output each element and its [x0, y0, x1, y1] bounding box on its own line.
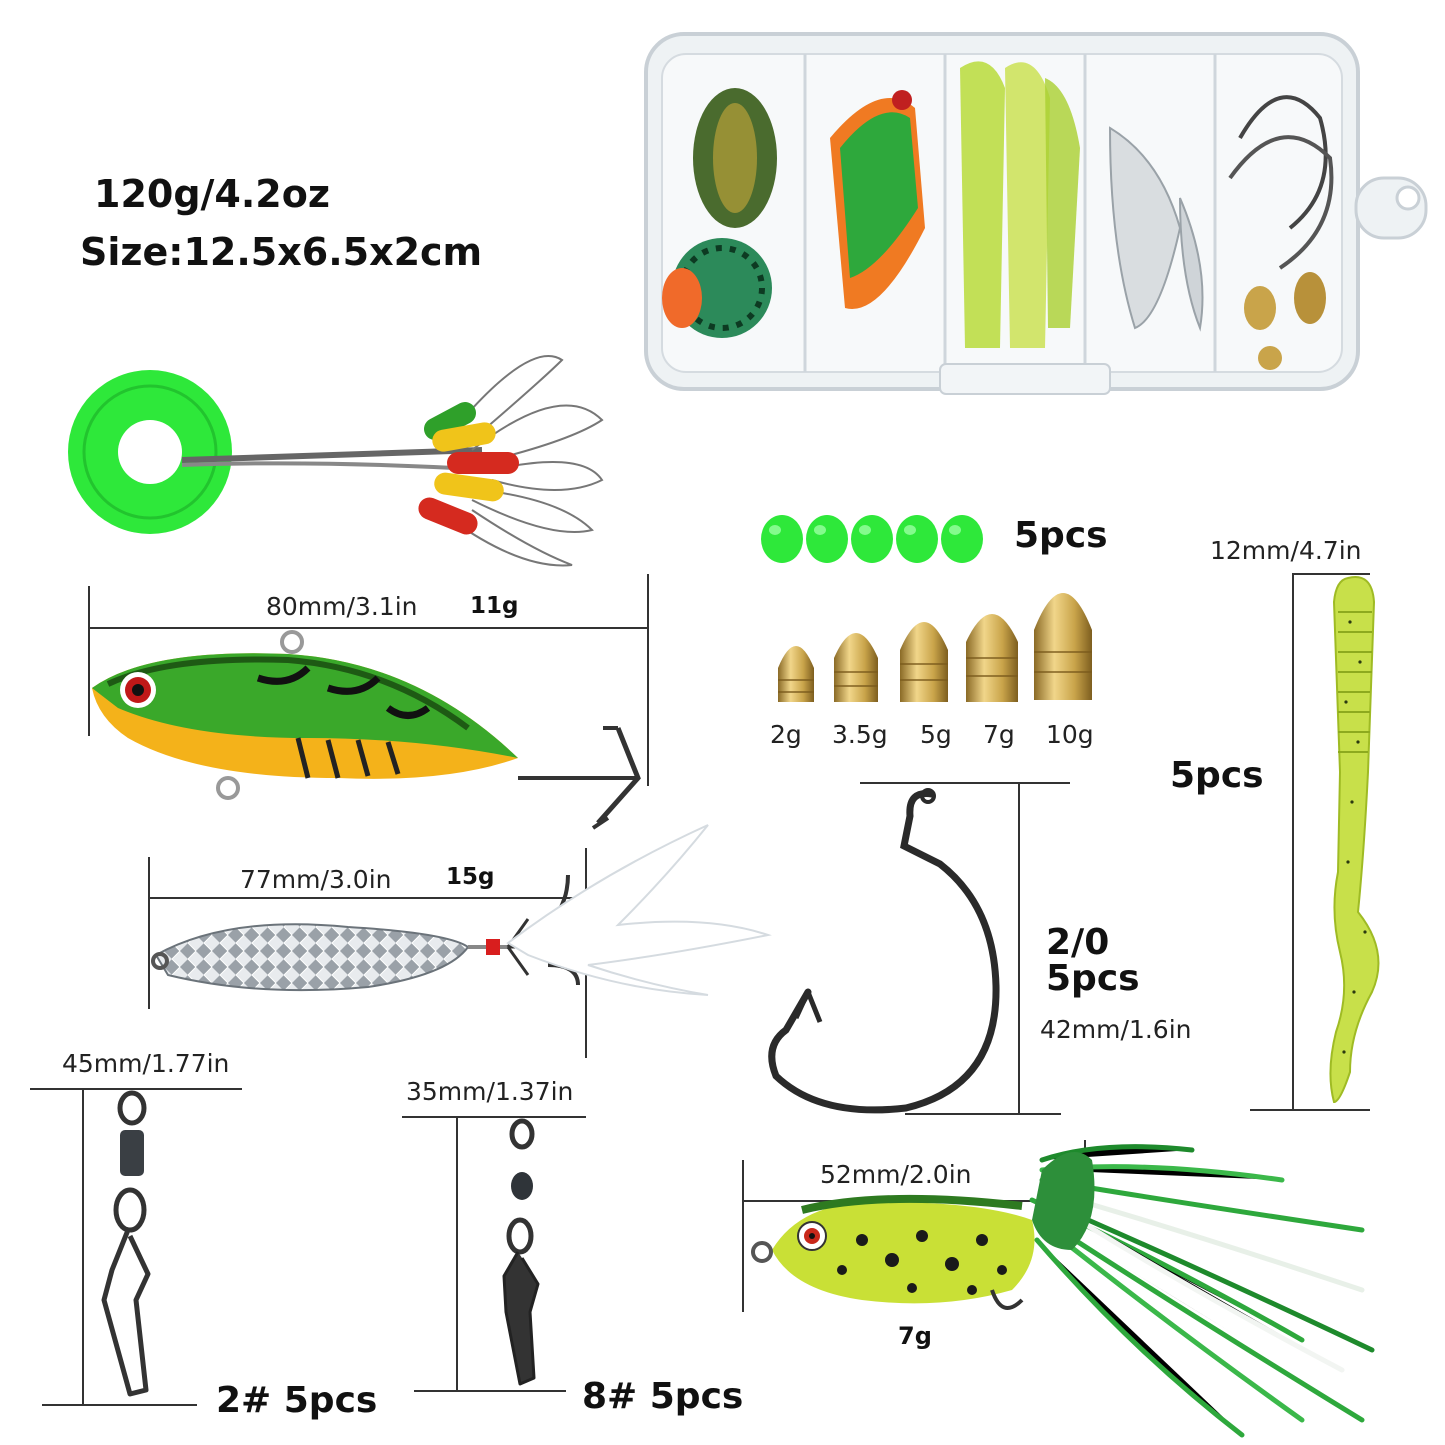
sinker-weight-label: 2g	[770, 720, 802, 749]
bullet-sinkers-image	[778, 593, 1092, 702]
hook-vertical-dimension-line	[1018, 782, 1020, 1114]
frog-weight-label: 7g	[898, 1322, 932, 1350]
float-stopper-image	[68, 355, 604, 567]
glow-beads-image	[761, 515, 983, 563]
swivel-large-length-label: 45mm/1.77in	[62, 1049, 230, 1078]
worm-bottom-dimension-line	[1250, 1109, 1370, 1111]
worm-top-dimension-line	[1292, 573, 1370, 575]
spoon-weight-label: 15g	[446, 864, 495, 890]
box-weight-text: 120g/4.2oz	[94, 172, 330, 216]
box-size-text: Size:12.5x6.5x2cm	[80, 230, 483, 274]
swivel-small-bottom-dimension-line	[414, 1390, 566, 1392]
spoon-lure-image	[151, 824, 772, 996]
sinker-weight-label: 10g	[1046, 720, 1094, 749]
vib-length-label: 80mm/3.1in	[266, 592, 418, 621]
spoon-length-label: 77mm/3.0in	[240, 865, 392, 894]
hook-top-dimension-line	[860, 782, 1070, 784]
worm-vertical-dimension-line	[1292, 573, 1294, 1110]
worm-length-label: 12mm/4.7in	[1210, 536, 1362, 565]
vib-lure-image	[92, 630, 641, 830]
swivel-small-image	[502, 1118, 540, 1386]
hook-bottom-dimension-line	[905, 1113, 1061, 1115]
soft-worm-image	[1329, 576, 1380, 1104]
swivel-small-top-dimension-line	[402, 1116, 586, 1118]
sinker-weight-label: 5g	[920, 720, 952, 749]
swivel-small-caption: 8# 5pcs	[582, 1376, 744, 1417]
frog-lure-image	[751, 1144, 1375, 1438]
vib-right-dimension-line	[647, 574, 649, 786]
worm-count-text: 5pcs	[1170, 755, 1264, 796]
hook-length-label: 42mm/1.6in	[1040, 1015, 1192, 1044]
swivel-large-bottom-dimension-line	[42, 1404, 197, 1406]
offset-hook-image	[768, 788, 1000, 1114]
tackle-box-image	[644, 32, 1428, 395]
swivel-large-image	[101, 1090, 151, 1397]
spoon-dimension-line	[148, 897, 586, 899]
hook-size-text: 2/0	[1046, 922, 1110, 963]
hook-count-text: 5pcs	[1046, 958, 1140, 999]
sinker-weight-label: 7g	[983, 720, 1015, 749]
sinker-weight-label: 3.5g	[832, 720, 888, 749]
swivel-large-vertical-dimension-line	[82, 1088, 84, 1405]
swivel-large-caption: 2# 5pcs	[216, 1380, 378, 1421]
beads-count-text: 5pcs	[1014, 515, 1108, 556]
frog-length-label: 52mm/2.0in	[820, 1160, 972, 1189]
swivel-large-top-dimension-line	[30, 1088, 242, 1090]
frog-left-dimension-line	[742, 1160, 744, 1312]
spoon-left-dimension-line	[148, 857, 150, 1009]
vib-weight-label: 11g	[470, 593, 519, 619]
swivel-small-vertical-dimension-line	[456, 1116, 458, 1391]
vib-dimension-line	[88, 627, 648, 629]
swivel-small-length-label: 35mm/1.37in	[406, 1077, 574, 1106]
vib-left-dimension-line	[88, 586, 90, 736]
